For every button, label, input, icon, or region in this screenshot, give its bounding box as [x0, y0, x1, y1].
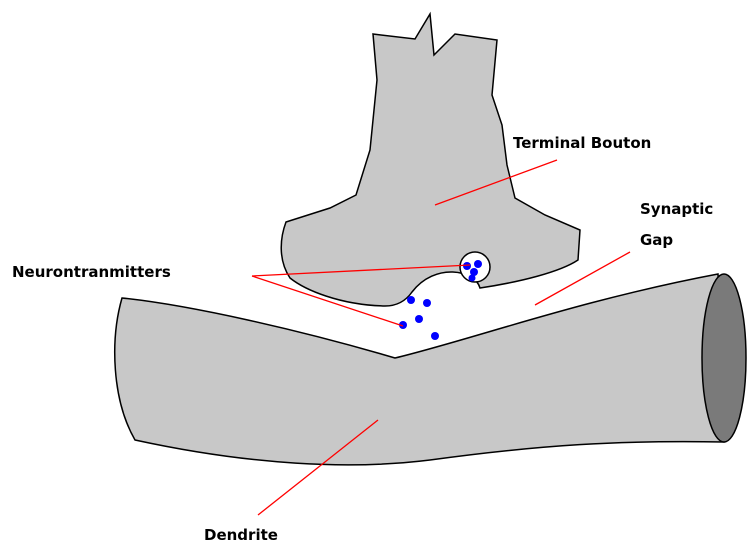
neurotransmitter-dot [423, 299, 431, 307]
dendrite-body [115, 274, 724, 465]
terminal-bouton-label: Terminal Bouton [513, 134, 651, 152]
neurotransmitter-dot [407, 296, 415, 304]
terminal-bouton [281, 14, 580, 306]
neurotransmitter-dot [474, 260, 482, 268]
dendrite-end [702, 274, 746, 442]
synaptic-gap-label-line1: Synaptic [640, 200, 713, 218]
dendrite-label: Dendrite [204, 526, 278, 544]
neurotransmitters-label: Neurontranmitters [12, 263, 171, 281]
synaptic-gap-label-line2: Gap [640, 231, 673, 249]
neurotransmitter-dot [463, 262, 471, 270]
neurotransmitter-dot [469, 275, 476, 282]
neurotransmitter-dot [415, 315, 423, 323]
neurotransmitter-dot [431, 332, 439, 340]
